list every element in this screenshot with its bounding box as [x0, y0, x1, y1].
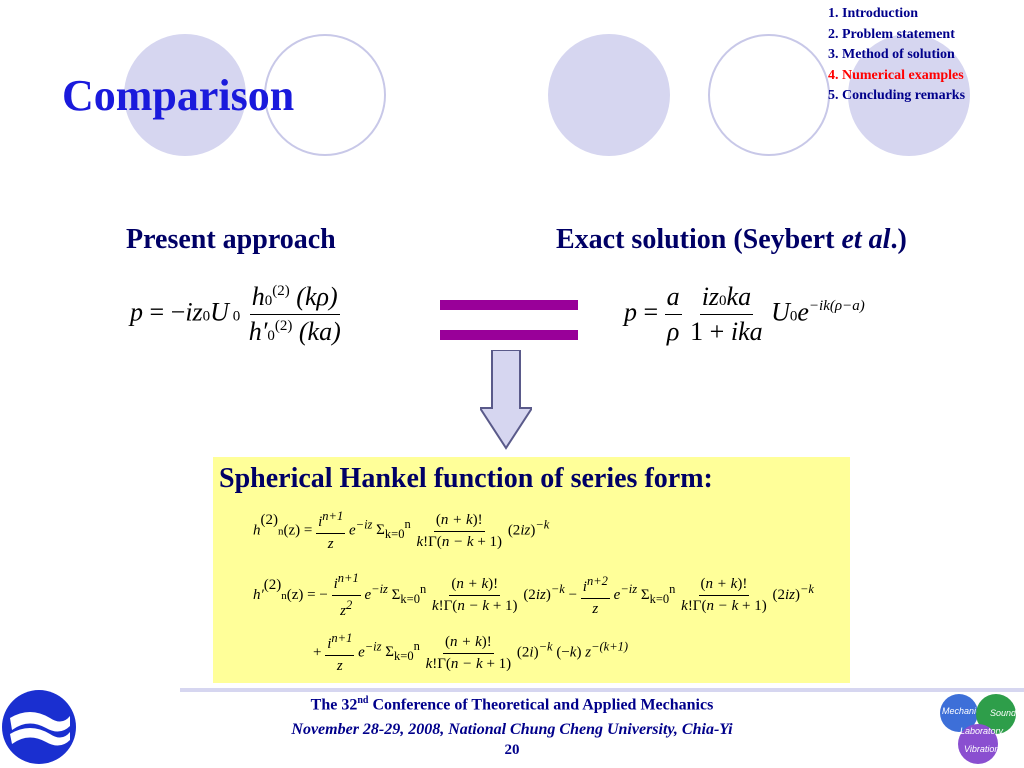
decor-circle-3: [548, 34, 670, 156]
footer-conf-suffix: Conference of Theoretical and Applied Me…: [368, 696, 714, 714]
ntu-logo-icon: [2, 690, 76, 764]
decor-circle-2: [264, 34, 386, 156]
footer-conf-sup: nd: [357, 695, 369, 706]
exact-solution-heading: Exact solution (Seybert et al.): [556, 224, 907, 256]
outline-list: 1. Introduction 2. Problem statement 3. …: [828, 4, 965, 107]
logo-word-mechanics: Mechanics: [942, 706, 986, 716]
exact-solution-heading-main: Exact solution (Seybert: [556, 224, 842, 255]
outline-item-problem-statement[interactable]: 2. Problem statement: [828, 26, 955, 42]
outline-item-introduction[interactable]: 1. Introduction: [828, 6, 918, 21]
logo-word-sound: Sound: [990, 708, 1017, 718]
exact-solution-heading-italic: et al: [841, 224, 891, 255]
arrow-down-icon: [480, 350, 532, 450]
outline-item-concluding-remarks[interactable]: 5. Concluding remarks: [828, 88, 966, 103]
decor-circle-4: [708, 34, 830, 156]
decor-circle-5: [848, 34, 970, 156]
logo-word-vibration: Vibration: [964, 744, 1000, 754]
slide-title: Comparison: [62, 71, 295, 120]
present-approach-heading: Present approach: [126, 224, 336, 255]
equals-sign-icon: [440, 300, 578, 342]
exact-solution-heading-tail: .): [890, 224, 907, 255]
footer-date: November 28-29, 2008, National Chung Che…: [291, 721, 733, 738]
series-box: Spherical Hankel function of series form…: [213, 457, 850, 683]
footer-conf-prefix: The 32: [310, 696, 358, 714]
footer-conference: The 32nd Conference of Theoretical and A…: [0, 695, 1024, 714]
present-approach-formula: p = −iz0U 0 h0(2) (kρ) h′0(2) (ka): [130, 282, 341, 346]
footer-divider: [180, 688, 1024, 692]
logo-word-laboratory: Laboratory: [960, 726, 1004, 736]
series-title: Spherical Hankel function of series form…: [219, 463, 713, 494]
outline-item-method-of-solution[interactable]: 3. Method of solution: [828, 47, 955, 62]
decor-circle-1: [124, 34, 246, 156]
outline-item-numerical-examples[interactable]: 4. Numerical examples: [828, 67, 964, 83]
page-number: 20: [504, 742, 520, 758]
